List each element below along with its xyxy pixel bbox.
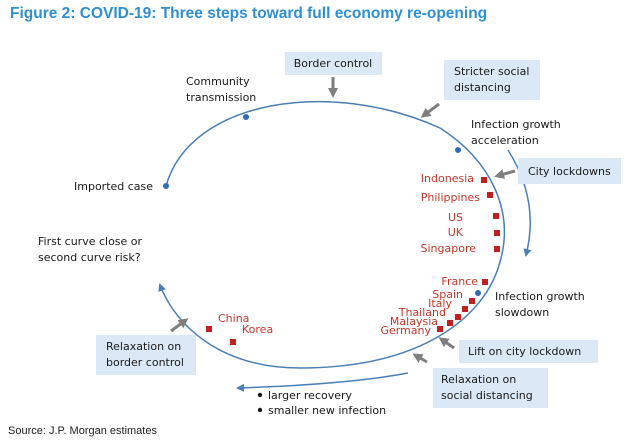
country-thailand: Thailand [398, 306, 446, 319]
box-city-lockdowns [518, 158, 621, 184]
box-lift-lockdown [459, 340, 598, 363]
recovery-arrow [236, 372, 409, 392]
label-acceleration-line1: Infection growth [471, 118, 561, 131]
box-relax-border-line2: border control [106, 356, 184, 369]
country-indonesia: Indonesia [421, 172, 474, 185]
marker-uk [494, 230, 500, 236]
country-italy: Italy [428, 297, 452, 310]
marker-singapore [494, 246, 500, 252]
box-relax-social [433, 368, 548, 408]
country-korea: Korea [242, 323, 273, 336]
source-note: Source: J.P. Morgan estimates [8, 425, 157, 437]
marker-italy [462, 306, 468, 312]
marker-germany [437, 326, 443, 332]
cycle-curve [158, 100, 506, 369]
marker-france [482, 279, 488, 285]
marker-us [493, 213, 499, 219]
city-lockdown-curve-arrow [507, 149, 532, 257]
figure-title: Figure 2: COVID-19: Three steps toward f… [10, 5, 488, 22]
label-first-curve-line1: First curve close or [38, 235, 143, 248]
box-relax-border [96, 335, 196, 375]
country-uk: UK [448, 226, 464, 239]
label-first-curve-line2: second curve risk? [38, 251, 141, 264]
country-france: France [441, 275, 478, 288]
country-spain: Spain [432, 288, 463, 301]
marker-china [206, 326, 212, 332]
box-lift-lockdown-label: Lift on city lockdown [468, 345, 581, 358]
country-china: China [218, 312, 249, 325]
arrow-relax-border [170, 318, 189, 333]
box-border-control [285, 52, 382, 75]
label-community-line1: Community [186, 75, 250, 88]
marker-malaysia [447, 320, 453, 326]
box-stricter-distancing [444, 60, 540, 100]
box-relax-border-line1: Relaxation on [106, 340, 181, 353]
box-stricter-line1: Stricter social [454, 65, 529, 78]
label-slowdown-line2: slowdown [495, 306, 549, 319]
box-relax-social-line1: Relaxation on [441, 373, 516, 386]
arrow-city-lockdowns [494, 169, 516, 179]
stage-dot-acceleration [455, 147, 461, 153]
bullet-dot-2 [257, 407, 263, 413]
marker-spain [469, 298, 475, 304]
arrow-relax-social [412, 353, 428, 364]
box-city-lockdowns-label: City lockdowns [528, 165, 611, 178]
country-malaysia: Malaysia [390, 315, 438, 328]
bullet-larger-recovery: larger recovery [268, 389, 353, 402]
box-relax-social-line2: social distancing [441, 389, 533, 402]
marker-thailand [455, 314, 461, 320]
bullet-smaller-new-infection: smaller new infection [268, 404, 386, 417]
country-us: US [448, 211, 463, 224]
marker-indonesia [481, 177, 487, 183]
label-acceleration-line2: acceleration [471, 134, 539, 147]
arrow-lift-lockdown [438, 337, 455, 350]
marker-philippines [487, 192, 493, 198]
stage-dot-community [243, 114, 249, 120]
label-imported-case: Imported case [74, 180, 153, 193]
country-philippines: Philippines [421, 191, 481, 204]
box-stricter-line2: distancing [454, 81, 511, 94]
bullet-dot-1 [257, 392, 263, 398]
stage-dot-slowdown [475, 290, 481, 296]
country-germany: Germany [380, 324, 431, 337]
marker-korea [230, 339, 236, 345]
box-border-control-label: Border control [294, 57, 373, 70]
arrow-stricter-distancing [420, 102, 440, 118]
label-slowdown-line1: Infection growth [495, 290, 585, 303]
stage-dot-imported [163, 183, 169, 189]
label-community-line2: transmission [186, 91, 256, 104]
country-singapore: Singapore [421, 242, 477, 255]
